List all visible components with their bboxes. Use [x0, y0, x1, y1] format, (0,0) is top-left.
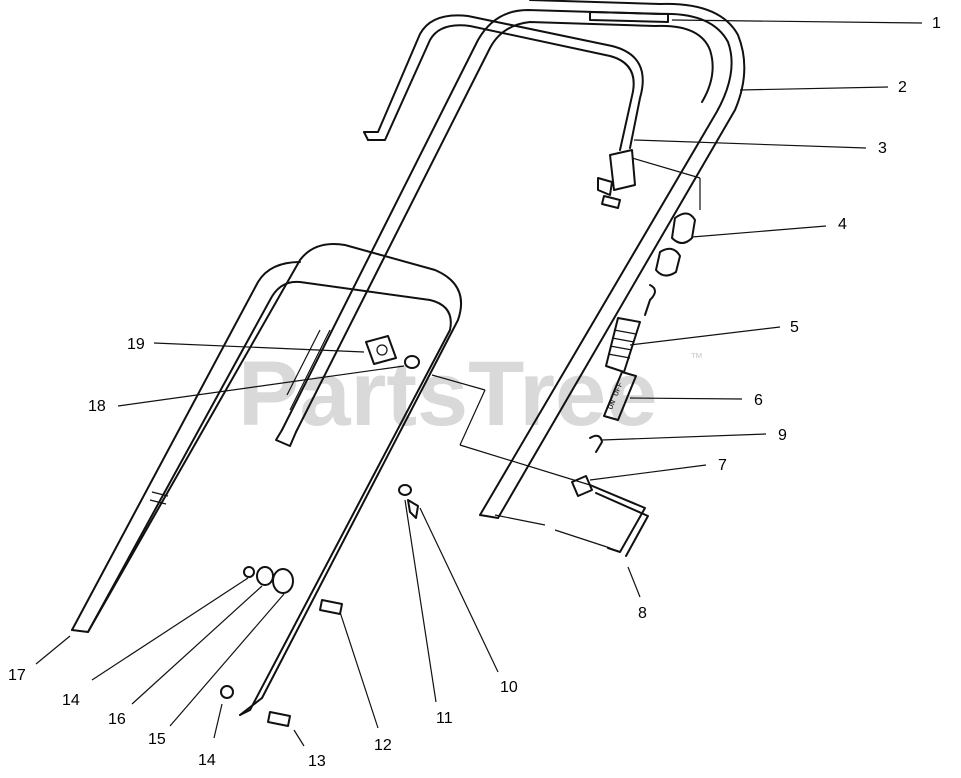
callout-5: 5	[790, 319, 799, 336]
callout-3: 3	[878, 140, 887, 157]
clip	[589, 434, 603, 453]
washer	[404, 355, 420, 369]
bolt-washer-small	[398, 484, 419, 519]
callouts: 1 2 3 4 5 6 9 7 8 10 11 12 13 14 14 15 1…	[8, 15, 941, 770]
cable-link	[459, 444, 649, 557]
callout-15: 15	[148, 731, 166, 748]
cable-sleeve	[655, 212, 696, 277]
trademark-symbol: ™	[690, 350, 703, 365]
callout-9: 9	[778, 427, 787, 444]
callout-14b: 14	[198, 752, 216, 769]
callout-17: 17	[8, 667, 26, 684]
callout-13: 13	[308, 753, 326, 770]
callout-11: 11	[436, 710, 453, 727]
nut-washer-spacer	[220, 566, 294, 699]
leader-lines	[35, 19, 923, 747]
callout-4: 4	[838, 216, 847, 233]
callout-8: 8	[638, 605, 647, 622]
bolts	[267, 599, 343, 727]
callout-12: 12	[374, 737, 392, 754]
callout-6: 6	[754, 392, 763, 409]
callout-1: 1	[932, 15, 941, 32]
callout-7: 7	[718, 457, 727, 474]
callout-2: 2	[898, 79, 907, 96]
control-bail	[363, 14, 701, 210]
callout-16: 16	[108, 711, 126, 728]
callout-18: 18	[88, 398, 106, 415]
watermark-text: PartsTree	[238, 343, 657, 445]
callout-10: 10	[500, 679, 518, 696]
grip-label	[589, 11, 669, 23]
knob	[365, 335, 397, 365]
watermark: PartsTree ™	[238, 343, 703, 445]
lower-handle	[71, 243, 486, 716]
callout-14a: 14	[62, 692, 80, 709]
callout-19: 19	[127, 336, 145, 353]
bracket	[571, 475, 593, 497]
